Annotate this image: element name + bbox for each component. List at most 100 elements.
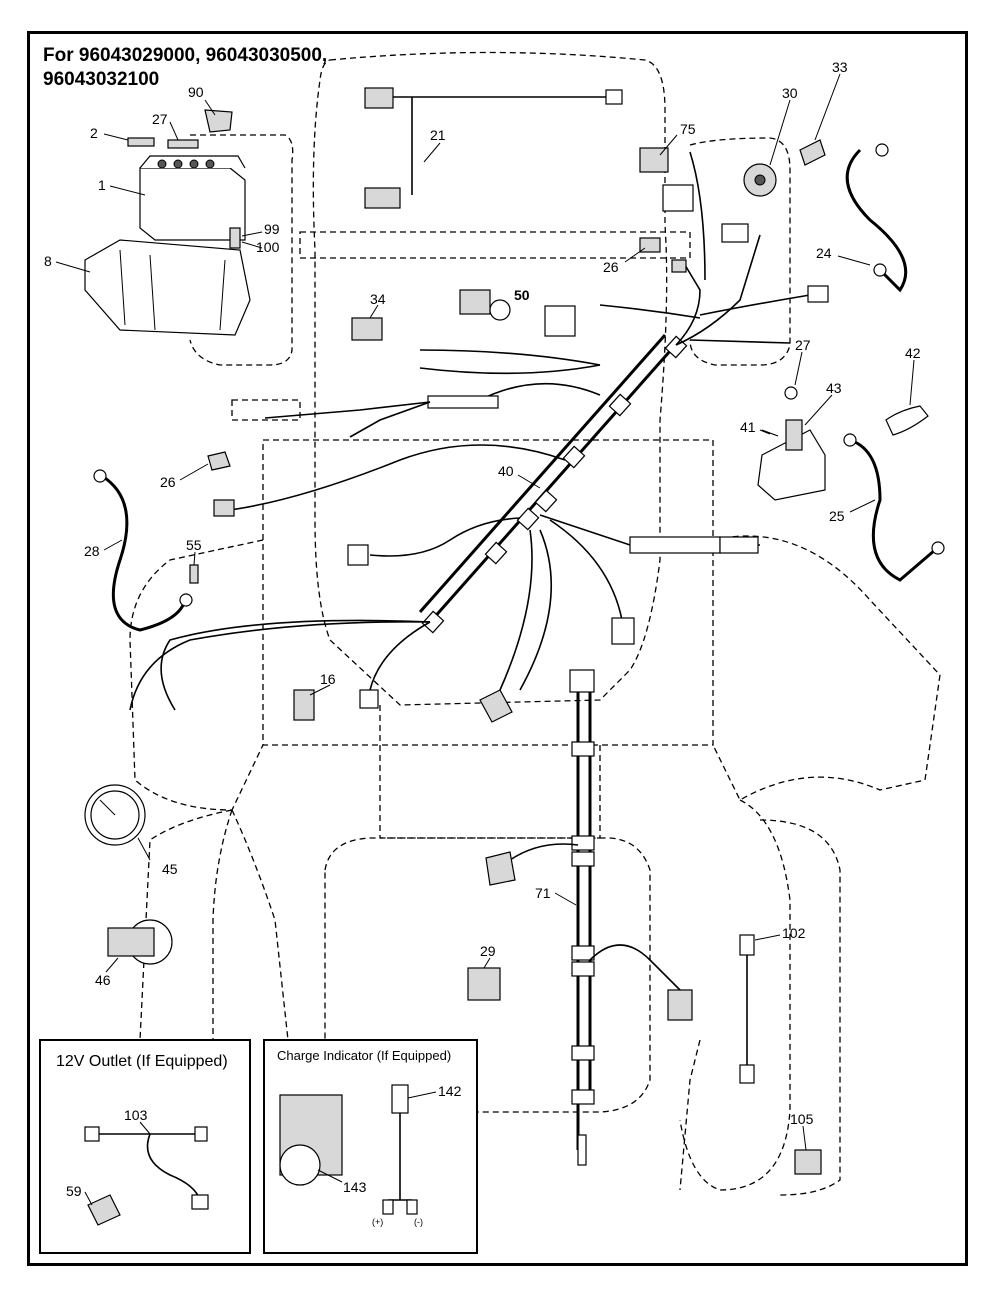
charge-inset-title: Charge Indicator (If Equipped) <box>277 1048 451 1063</box>
part-46-display <box>107 927 155 957</box>
callout-59: 59 <box>66 1183 82 1199</box>
battery-cap <box>173 159 183 169</box>
cable-24 <box>845 148 908 293</box>
outlet-inset-title: 12V Outlet (If Equipped) <box>56 1053 228 1070</box>
leader-33 <box>814 73 841 141</box>
wire-to-lower-plug-2 <box>499 529 533 691</box>
harness-trunk-a <box>430 341 680 621</box>
battery-cap <box>157 159 167 169</box>
part-50-switch <box>459 289 491 315</box>
part-42-boot <box>885 405 929 436</box>
part-45-needle <box>99 799 116 816</box>
left-rear-outline <box>212 809 233 1040</box>
leader-1 <box>109 185 146 196</box>
battery-tray <box>84 227 251 336</box>
leader-30 <box>769 99 791 166</box>
part-102-bottom <box>739 1064 755 1084</box>
module-decal <box>544 305 576 337</box>
outlet-inset-border <box>39 1039 251 1254</box>
callout-41: 41 <box>740 419 756 435</box>
leader-26b <box>179 463 209 481</box>
part-143-knob <box>279 1144 321 1186</box>
connector-16b <box>359 689 379 709</box>
tractor-outline <box>129 51 941 1196</box>
connector-box-outline <box>231 399 301 421</box>
harness-clip <box>421 610 445 634</box>
callout-105: 105 <box>790 1111 814 1127</box>
lower-plug <box>479 689 513 723</box>
seat-clip <box>571 961 595 977</box>
leader-26a <box>624 247 646 263</box>
wire-to-connector <box>699 294 811 316</box>
right-rear-outline-2 <box>759 819 841 1196</box>
part-142-minus-terminal <box>406 1199 418 1215</box>
wire-to-ignition <box>675 234 761 346</box>
leader-142 <box>407 1091 437 1099</box>
right-rear-outline <box>679 799 791 1191</box>
battery-nut-27 <box>167 139 199 149</box>
part-50-knob <box>489 299 511 321</box>
callout-34: 34 <box>370 291 386 307</box>
part-75-label <box>662 184 694 212</box>
callout-21: 21 <box>430 127 446 143</box>
cable-24-ring-2 <box>873 263 887 277</box>
hood-outline <box>312 51 668 706</box>
cable-24-ring <box>875 143 889 157</box>
callout-29: 29 <box>480 943 496 959</box>
battery-bolt-2 <box>127 137 155 147</box>
seat-deck-outline <box>262 439 714 746</box>
callout-45: 45 <box>162 861 178 877</box>
part-102-top <box>739 934 755 956</box>
part-29-switch <box>467 967 501 1001</box>
wire-to-26b <box>229 444 566 511</box>
tray-detail <box>119 249 226 331</box>
callout-2: 2 <box>90 125 98 141</box>
outlet-inset <box>39 1039 251 1254</box>
main-harness <box>129 151 811 711</box>
part-41-bolt <box>761 429 779 437</box>
seat-clip <box>571 1089 595 1105</box>
harness-clip <box>562 445 586 469</box>
wire-up <box>689 151 706 281</box>
callout-26a: 26 <box>603 259 619 275</box>
harness-clip <box>608 393 632 417</box>
switch-connector <box>611 617 635 645</box>
part-43-post <box>785 419 803 451</box>
callout-103: 103 <box>124 1107 148 1123</box>
inline-fuse <box>427 395 499 409</box>
cable-28-ring-2 <box>179 593 193 607</box>
dash-area-outline <box>689 137 791 366</box>
part-26b-fuse <box>207 451 231 471</box>
callout-90: 90 <box>188 84 204 100</box>
callout-99: 99 <box>264 221 280 237</box>
leader-24 <box>837 255 871 266</box>
leader-99 <box>241 231 263 237</box>
leader-103 <box>139 1121 151 1135</box>
callout-75: 75 <box>680 121 696 137</box>
components <box>189 139 929 1175</box>
wire-fuse-left <box>264 401 431 419</box>
leader-29 <box>483 957 491 969</box>
leader-43 <box>804 394 833 426</box>
harness-branch <box>629 536 721 554</box>
seat-plug <box>485 851 516 886</box>
leader-143 <box>317 1169 343 1183</box>
minus-terminal-label: (-) <box>414 1217 423 1227</box>
frame-rail-outline <box>299 231 691 259</box>
battery-area-outline <box>189 134 294 366</box>
part-142-plug <box>391 1084 409 1114</box>
part-75-switch <box>639 147 669 173</box>
part-43-solenoid <box>757 429 826 501</box>
tray-bolt-99 <box>229 227 241 249</box>
callout-26b: 26 <box>160 474 176 490</box>
leader-27 <box>169 121 179 141</box>
seat-connector-right <box>667 989 693 1021</box>
leader-16 <box>309 684 331 696</box>
connector-plug <box>347 544 369 566</box>
callout-33: 33 <box>832 59 848 75</box>
leader-102 <box>754 934 781 941</box>
leader-2 <box>103 133 129 141</box>
model-heading-line-2: 96043032100 <box>43 69 160 90</box>
callout-142: 142 <box>438 1083 462 1099</box>
leader-41 <box>759 429 771 435</box>
